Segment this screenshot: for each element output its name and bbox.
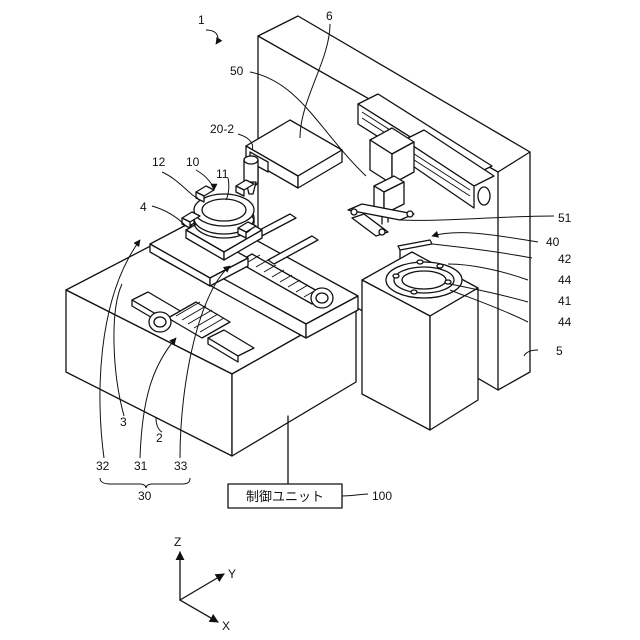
- label-33: 33: [174, 459, 188, 473]
- label-51: 51: [558, 211, 572, 225]
- label-2: 2: [156, 431, 163, 445]
- label-11: 11: [216, 167, 229, 181]
- coordinate-axes: Z Y X: [174, 535, 236, 633]
- label-10: 10: [186, 155, 200, 169]
- label-50: 50: [230, 64, 244, 78]
- label-31: 31: [134, 459, 148, 473]
- label-12: 12: [152, 155, 166, 169]
- label-41: 41: [558, 294, 572, 308]
- label-3: 3: [120, 415, 127, 429]
- label-44-bottom: 44: [558, 315, 572, 329]
- label-100: 100: [372, 489, 392, 503]
- label-1: 1: [198, 13, 205, 27]
- label-6: 6: [326, 9, 333, 23]
- label-32: 32: [96, 459, 110, 473]
- label-5: 5: [556, 344, 563, 358]
- label-44-top: 44: [558, 273, 572, 287]
- label-20-2: 20-2: [210, 122, 234, 136]
- axis-label-x: X: [222, 619, 230, 633]
- axis-label-y: Y: [228, 567, 236, 581]
- label-40: 40: [546, 235, 560, 249]
- label-30: 30: [138, 489, 152, 503]
- label-42: 42: [558, 252, 572, 266]
- axis-label-z: Z: [174, 535, 181, 549]
- control-unit-text: 制御ユニット: [246, 489, 324, 504]
- label-4: 4: [140, 200, 147, 214]
